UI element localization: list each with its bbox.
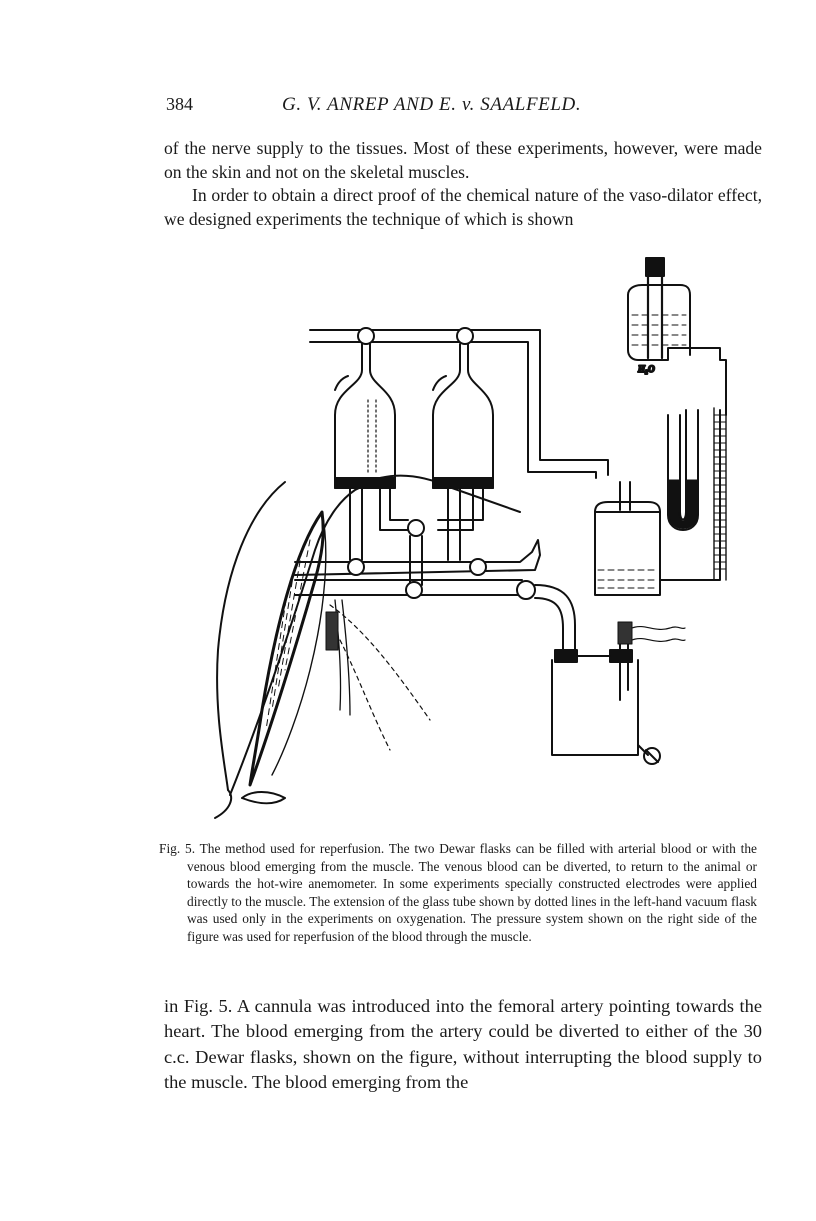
body-text-bottom: in Fig. 5. A cannula was introduced into… [164,994,762,1096]
water-reservoir [627,294,727,416]
figure-caption-text: Fig. 5. The method used for reperfusion.… [159,841,757,944]
stopcock-right-lower [469,558,487,576]
paragraph-continuation: of the nerve supply to the tissues. Most… [164,138,762,182]
running-head: G. V. ANREP AND E. v. SAALFELD. [282,94,582,115]
stopcock-top-left [357,327,375,345]
u-tube-manometer [667,409,699,531]
venous-collecting-bottle [594,511,661,596]
dewar-flask-right [432,343,494,489]
limb-outline [229,474,521,796]
stopcock-top-right [456,327,474,345]
animal-body-outline [216,481,286,791]
pressure-bottle [551,659,639,756]
h2o-label: H₂O [637,364,655,374]
figure-caption: Fig. 5. The method used for reperfusion.… [159,840,757,946]
page-number: 384 [166,94,193,114]
outflow-clamp [643,747,661,765]
page-header: 384 G. V. ANREP AND E. v. SAALFELD. [164,94,764,120]
reperfusion-apparatus-figure: H₂O [214,257,727,819]
paragraph-cannula: in Fig. 5. A cannula was introduced into… [164,996,762,1093]
stopcock-outflow [516,580,536,600]
paragraph-vasodilator: In order to obtain a direct proof of the… [164,185,762,229]
electrode-wires [334,599,351,716]
body-text-top: of the nerve supply to the tissues. Most… [164,137,762,231]
arterial-line [294,539,541,576]
dewar-flask-left [334,343,396,489]
stopcock-left-lower [347,558,365,576]
manometer-scale [713,407,727,581]
